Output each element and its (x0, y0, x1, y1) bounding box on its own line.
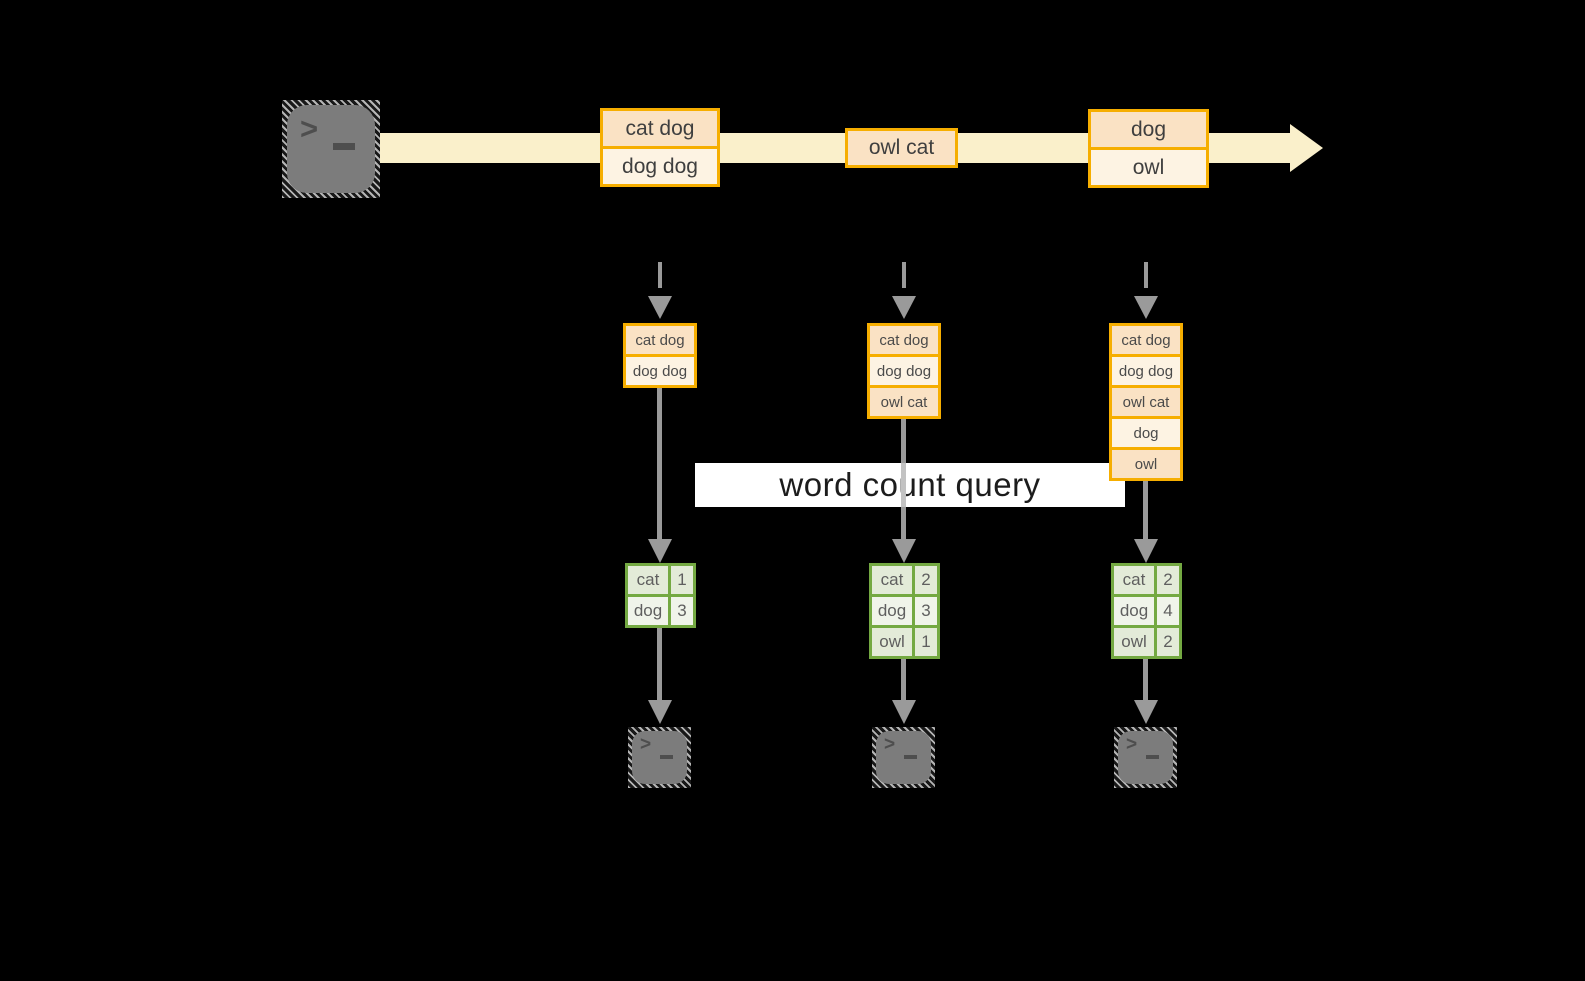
query-band: word count query (695, 463, 1125, 507)
table-row: cat 2 (1114, 566, 1179, 594)
terminal-prompt-icon: > (640, 734, 652, 755)
word-cell: cat (636, 570, 660, 589)
dashed-arrow (658, 262, 662, 288)
state-row: dog dog (1112, 354, 1180, 385)
count-cell: 1 (912, 628, 937, 656)
terminal-prompt-icon: > (300, 111, 319, 146)
terminal-cursor-icon (904, 755, 917, 759)
count-cell: 2 (912, 566, 937, 594)
table-row: dog 4 (1114, 594, 1179, 625)
flow-arrowhead-icon (892, 539, 916, 563)
flow-arrow (901, 659, 906, 701)
sink-terminal-icon: > (872, 727, 935, 788)
source-terminal-icon: > (282, 100, 380, 198)
state-row: owl (1112, 447, 1180, 478)
word-count-table: cat 2 dog 3 owl 1 (869, 563, 940, 659)
stream-event-line: owl (1091, 147, 1206, 185)
stream-event-line: dog dog (603, 146, 717, 184)
table-row: dog 3 (872, 594, 937, 625)
count-cell: 1 (668, 566, 693, 594)
dashed-arrow (1144, 262, 1148, 288)
state-row: cat dog (870, 326, 938, 354)
flow-arrow (1143, 659, 1148, 701)
count-cell: 3 (912, 597, 937, 625)
stream-event-line: owl cat (848, 131, 955, 165)
flow-arrow-through-band (901, 463, 906, 507)
dashed-arrowhead-icon (648, 296, 672, 319)
state-row: dog (1112, 416, 1180, 447)
word-cell: dog (633, 601, 663, 620)
state-row: cat dog (626, 326, 694, 354)
table-row: cat 1 (628, 566, 693, 594)
word-count-table: cat 2 dog 4 owl 2 (1111, 563, 1182, 659)
terminal-screen: > (876, 731, 931, 784)
flow-arrowhead-icon (1134, 539, 1158, 563)
sink-terminal-icon: > (1114, 727, 1177, 788)
state-row: cat dog (1112, 326, 1180, 354)
terminal-prompt-icon: > (1126, 734, 1138, 755)
word-count-table: cat 1 dog 3 (625, 563, 696, 628)
terminal-screen: > (632, 731, 687, 784)
terminal-cursor-icon (333, 143, 355, 150)
terminal-cursor-icon (660, 755, 673, 759)
table-row: dog 3 (628, 594, 693, 625)
query-band-label: word count query (779, 466, 1041, 503)
table-row: owl 2 (1114, 625, 1179, 656)
terminal-prompt-icon: > (884, 734, 896, 755)
table-row: cat 2 (872, 566, 937, 594)
state-row: dog dog (626, 354, 694, 385)
flow-arrow (657, 388, 662, 540)
terminal-screen: > (1118, 731, 1173, 784)
word-cell: dog (877, 601, 907, 620)
table-row: owl 1 (872, 625, 937, 656)
count-cell: 2 (1154, 628, 1179, 656)
flow-arrow (1143, 481, 1148, 540)
word-cell: owl (1121, 632, 1147, 651)
stream-event-line: cat dog (603, 111, 717, 146)
dashed-arrowhead-icon (1134, 296, 1158, 319)
stream-event-line: dog (1091, 112, 1206, 147)
state-row: dog dog (870, 354, 938, 385)
sink-terminal-icon: > (628, 727, 691, 788)
terminal-screen: > (287, 105, 375, 193)
terminal-cursor-icon (1146, 755, 1159, 759)
state-row: owl cat (1112, 385, 1180, 416)
state-row: owl cat (870, 385, 938, 416)
word-cell: cat (880, 570, 904, 589)
count-cell: 3 (668, 597, 693, 625)
stream-event-box: owl cat (845, 128, 958, 168)
count-cell: 2 (1154, 566, 1179, 594)
flow-arrowhead-icon (892, 700, 916, 724)
word-cell: dog (1119, 601, 1149, 620)
count-cell: 4 (1154, 597, 1179, 625)
flow-arrowhead-icon (648, 700, 672, 724)
dashed-arrowhead-icon (892, 296, 916, 319)
word-cell: cat (1122, 570, 1146, 589)
stream-arrowhead-icon (1290, 124, 1323, 172)
flow-arrowhead-icon (648, 539, 672, 563)
flow-arrow (657, 628, 662, 701)
word-cell: owl (879, 632, 905, 651)
dashed-arrow (902, 262, 906, 288)
flow-arrowhead-icon (1134, 700, 1158, 724)
